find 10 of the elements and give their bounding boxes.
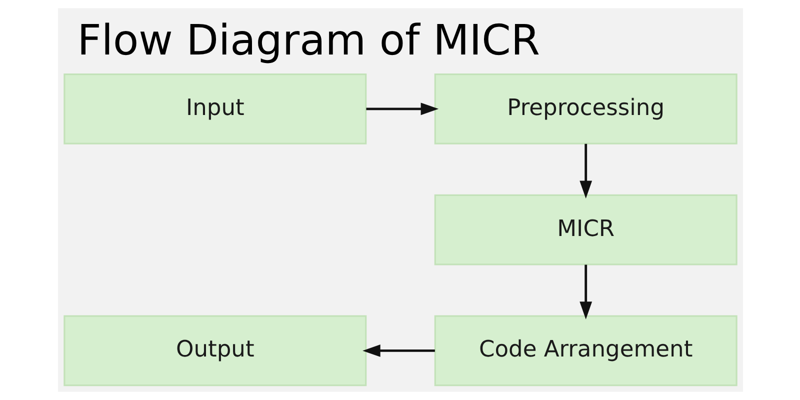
node-box: Preprocessing [434,73,737,144]
arrow [579,264,592,320]
node-box: Code Arrangement [434,315,737,386]
diagram-title: Flow Diagram of MICR [76,16,540,65]
arrow [362,344,434,357]
arrow [579,144,592,199]
arrow [366,102,438,116]
node-box: MICR [434,194,737,266]
node-box: Output [63,315,366,386]
node-box: Input [63,73,366,144]
